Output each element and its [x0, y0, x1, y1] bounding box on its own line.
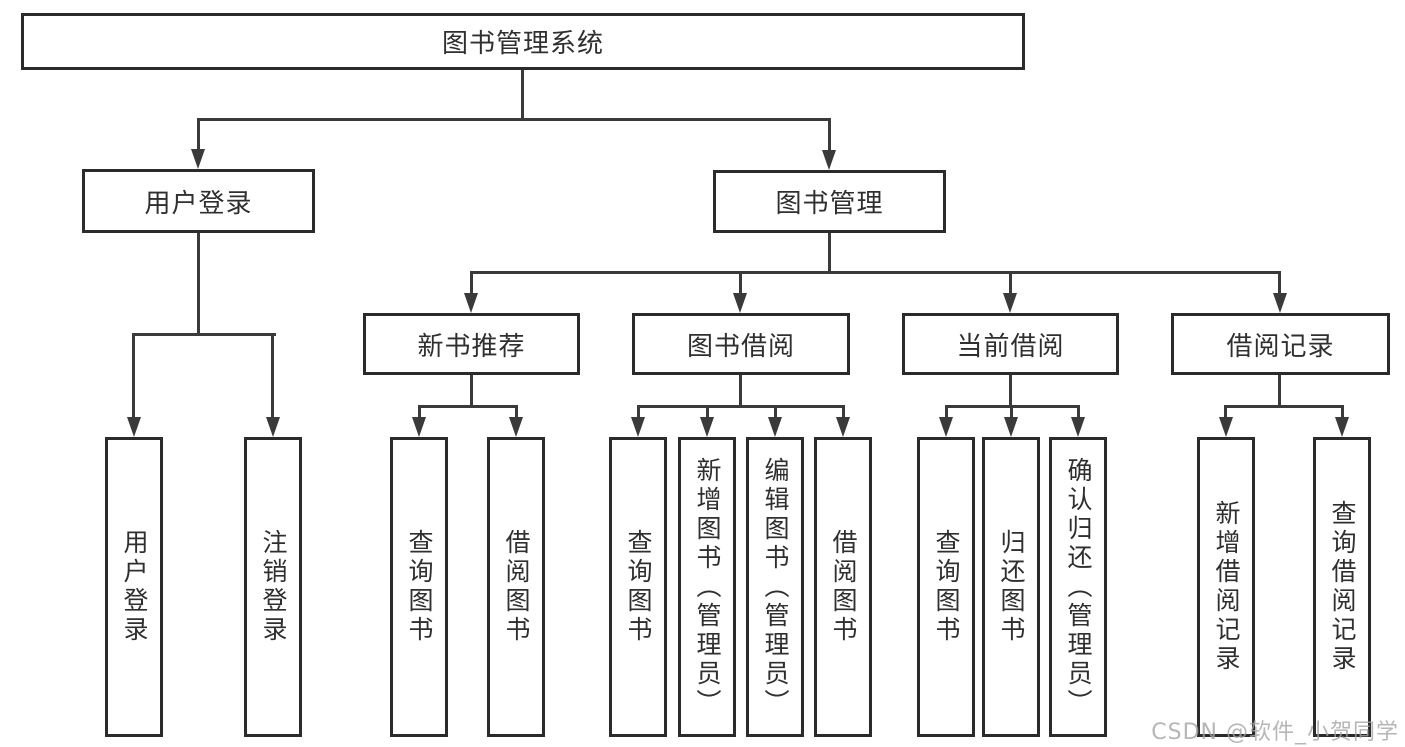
connector-line [828, 118, 831, 153]
node-label: 编辑图书（管理员） [761, 456, 790, 718]
node-book-borrowing: 图书借阅 [632, 313, 850, 375]
connector-line [1077, 405, 1080, 421]
node-label: 用户登录 [144, 188, 253, 219]
connector-line [470, 271, 1281, 274]
connector-line [418, 405, 518, 408]
connector-line [1224, 405, 1344, 408]
node-library-management-system: 图书管理系统 [21, 13, 1025, 70]
arrow-down-icon [1004, 417, 1018, 437]
arrow-down-icon [836, 417, 850, 437]
node-label: 查询图书 [405, 529, 434, 645]
node-return-books: 归还图书 [982, 437, 1040, 737]
connector-line [637, 405, 845, 408]
node-borrowing-records: 借阅记录 [1171, 313, 1390, 375]
connector-line [842, 405, 845, 421]
connector-line [828, 233, 831, 274]
arrow-down-icon [1003, 293, 1017, 313]
node-user-login-leaf: 用户登录 [105, 437, 163, 737]
arrow-down-icon [1273, 293, 1287, 313]
arrow-down-icon [1219, 417, 1233, 437]
node-label: 图书借阅 [686, 331, 795, 362]
arrow-down-icon [191, 149, 205, 169]
connector-line [1224, 405, 1227, 421]
node-borrow-books: 借阅图书 [814, 437, 872, 737]
connector-line [470, 271, 473, 297]
node-label: 图书管理 [775, 189, 884, 219]
arrow-down-icon [939, 417, 953, 437]
arrow-down-icon [631, 417, 645, 437]
node-label: 用户登录 [120, 529, 149, 645]
arrow-down-icon [412, 417, 426, 437]
arrow-down-icon [700, 417, 714, 437]
arrow-down-icon [127, 417, 141, 437]
node-label: 借阅记录 [1226, 331, 1335, 362]
node-borrow-books-rec: 借阅图书 [487, 437, 545, 737]
connector-line [132, 333, 276, 336]
arrow-down-icon [509, 417, 523, 437]
node-label: 新增图书（管理员） [693, 456, 722, 718]
connector-line [197, 118, 831, 121]
connector-line [739, 271, 742, 297]
connector-line [1010, 405, 1013, 421]
arrow-down-icon [768, 417, 782, 437]
arrow-down-icon [1335, 417, 1349, 437]
arrow-down-icon [464, 293, 478, 313]
node-label: 当前借阅 [956, 331, 1065, 362]
node-label: 查询借阅记录 [1328, 500, 1357, 674]
node-query-borrow-record: 查询借阅记录 [1313, 437, 1371, 737]
watermark: CSDN @软件_小贺同学 [1151, 720, 1399, 745]
connector-line [637, 405, 640, 421]
connector-line [418, 405, 421, 421]
node-query-books-borrow: 查询图书 [609, 437, 667, 737]
connector-line [197, 233, 200, 336]
node-label: 注销登录 [259, 529, 288, 645]
connector-line [470, 375, 473, 408]
node-add-books-admin: 新增图书（管理员） [678, 437, 736, 737]
connector-line [1278, 271, 1281, 297]
node-label: 借阅图书 [829, 529, 858, 645]
node-label: 确认归还（管理员） [1064, 456, 1093, 718]
node-add-borrow-record: 新增借阅记录 [1197, 437, 1255, 737]
connector-line [774, 405, 777, 421]
node-logout-leaf: 注销登录 [244, 437, 302, 737]
connector-line [706, 405, 709, 421]
node-label: 查询图书 [624, 529, 653, 645]
node-query-books-rec: 查询图书 [390, 437, 448, 737]
node-label: 归还图书 [997, 529, 1026, 645]
connector-line [945, 405, 948, 421]
connector-line [271, 333, 274, 421]
connector-line [1341, 405, 1344, 421]
connector-line [739, 375, 742, 408]
node-user-login: 用户登录 [82, 169, 315, 233]
arrow-down-icon [266, 417, 280, 437]
node-edit-books-admin: 编辑图书（管理员） [746, 437, 804, 737]
node-label: 图书管理系统 [441, 29, 604, 59]
node-query-books-current: 查询图书 [917, 437, 975, 737]
connector-line [515, 405, 518, 421]
connector-line [1278, 375, 1281, 408]
node-new-book-recommendation: 新书推荐 [363, 313, 580, 375]
arrow-down-icon [1071, 417, 1085, 437]
node-label: 新增借阅记录 [1212, 500, 1241, 674]
connector-line [521, 70, 524, 120]
node-label: 查询图书 [932, 529, 961, 645]
connector-line [132, 333, 135, 421]
node-label: 新书推荐 [417, 331, 526, 362]
node-label: 借阅图书 [502, 529, 531, 645]
node-book-management: 图书管理 [713, 170, 946, 233]
connector-line [197, 118, 200, 152]
connector-line [1009, 271, 1012, 297]
node-current-borrowing: 当前借阅 [902, 313, 1119, 375]
arrow-down-icon [733, 293, 747, 313]
arrow-down-icon [822, 150, 836, 170]
connector-line [1009, 375, 1012, 408]
node-confirm-return-admin: 确认归还（管理员） [1049, 437, 1107, 737]
